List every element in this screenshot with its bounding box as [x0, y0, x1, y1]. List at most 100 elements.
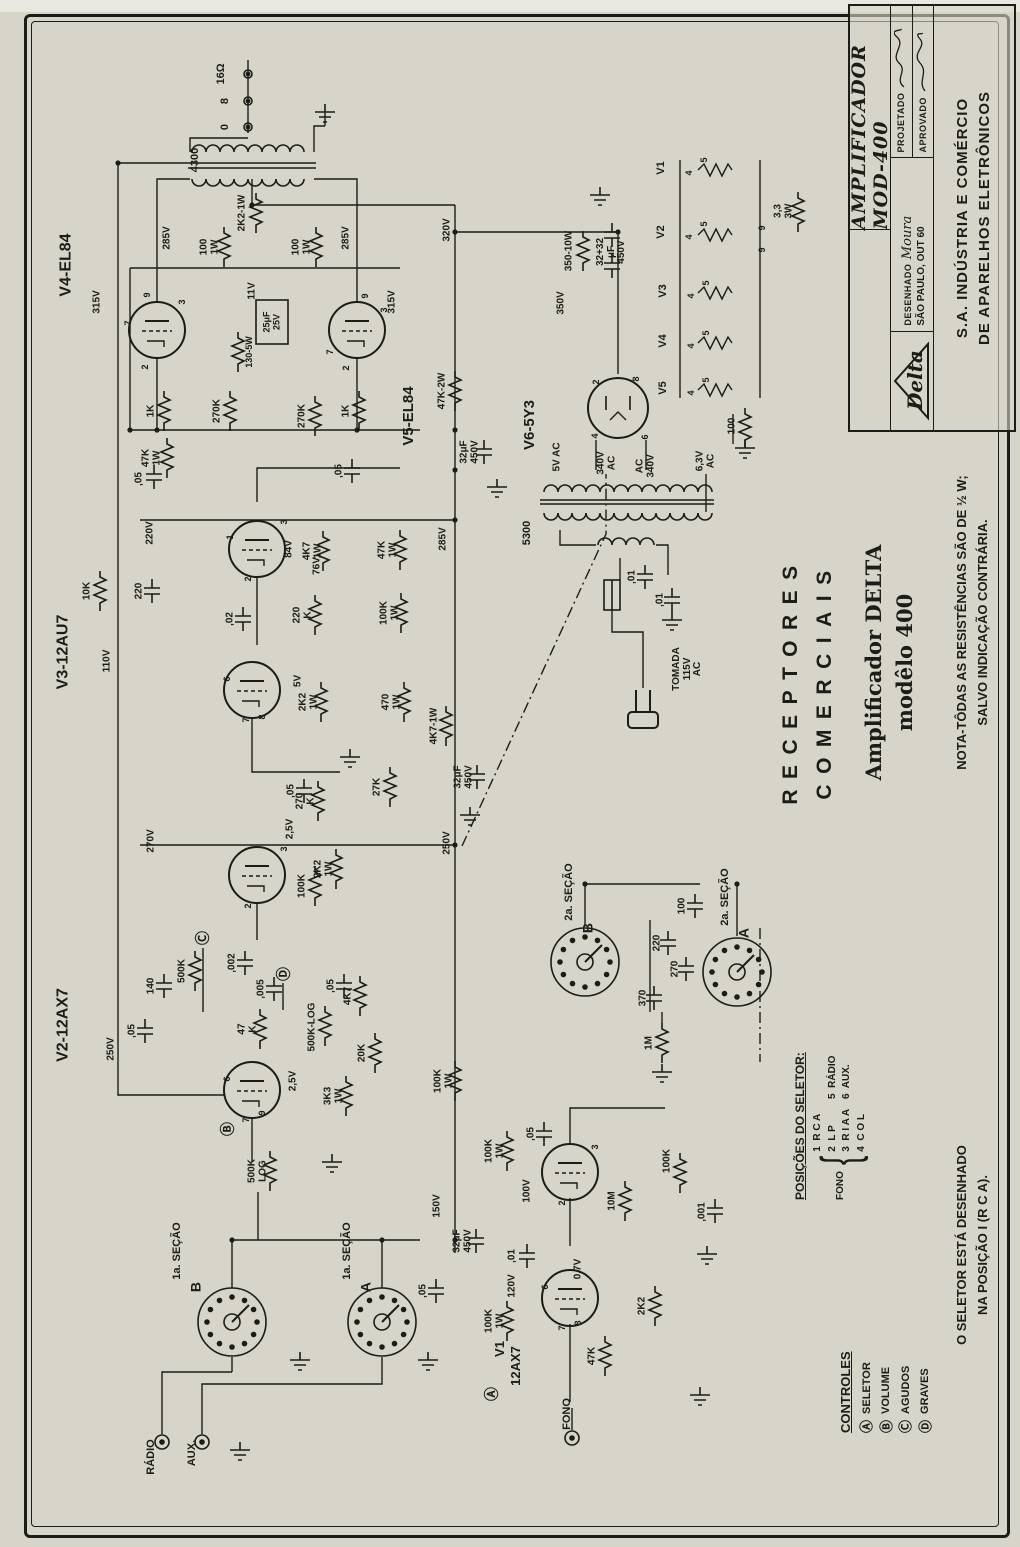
resistor-note-line1: NOTA-TÔDAS AS RESISTÊNCIAS SÃO DE ½ W; — [954, 475, 970, 770]
series-title-line2: COMERCIAIS — [813, 560, 836, 800]
selector-position-item: 5 RÁDIO — [826, 1055, 838, 1099]
schematic-label: 9 — [757, 247, 768, 253]
schematic-label: 16Ω — [215, 63, 228, 85]
desenhado-signature: Moura — [899, 215, 915, 260]
schematic-label: V4-EL84 — [57, 233, 75, 297]
schematic-label: 100K 1W — [378, 601, 400, 625]
schematic-label: 315V — [91, 290, 103, 314]
schematic-label: V3 — [657, 284, 670, 298]
delta-logo: Delta — [891, 330, 933, 430]
schematic-label: 4 — [684, 170, 695, 176]
schematic-label: 9 — [257, 1110, 268, 1116]
schematic-label: V5 — [657, 381, 670, 395]
schematic-label: ,01 — [626, 570, 638, 584]
schematic-label: 47 K — [236, 1023, 258, 1035]
schematic-label: 84V — [283, 540, 295, 558]
schematic-label: 0,7V — [572, 1258, 584, 1280]
schematic-label: AC 340V — [634, 454, 656, 478]
amplifier-name-line1: Amplificador DELTA — [860, 544, 886, 781]
schematic-label: 7 — [325, 349, 336, 355]
control-label: VOLUME — [880, 1366, 892, 1414]
schematic-label: A — [357, 1281, 374, 1293]
schematic-label: 110V — [101, 649, 113, 673]
scan-edge — [0, 0, 1020, 12]
schematic-label: 5V AC — [551, 442, 563, 472]
schematic-label: 470 1W — [380, 693, 402, 711]
schematic-label: 32+32 μF 450V — [595, 237, 628, 267]
mains-plug — [627, 690, 659, 729]
control-label: AGUDOS — [899, 1365, 912, 1414]
company-name-line2: DE APARELHOS ELETRÔNICOS — [976, 90, 993, 346]
schematic-label: B — [579, 922, 596, 934]
schematic-label: ,05 — [525, 1127, 537, 1141]
desenhado-label: DESENHADO — [902, 263, 913, 326]
schematic-label: Ⓒ — [194, 931, 211, 945]
schematic-label: 47K-2W — [436, 372, 448, 410]
schematic-label: 6 — [222, 676, 233, 682]
schematic-label: 2 — [140, 364, 151, 370]
schematic-label: 2K2 1W — [312, 859, 334, 879]
schematic-label: 8 — [631, 376, 642, 382]
schematic-label: 3 — [590, 1144, 601, 1150]
schematic-label: TOMADA 115V AC — [671, 647, 704, 691]
schematic-label: 250V — [441, 831, 453, 855]
schematic-label: 100V — [521, 1179, 533, 1203]
schematic-label: 25μF 25V — [261, 311, 281, 333]
aprovado-label: APROVADO — [917, 97, 928, 153]
schematic-label: 1 — [225, 534, 236, 540]
drawing-frame-inner — [31, 21, 999, 1527]
schematic-label: V5-EL84 — [400, 386, 418, 446]
schematic-label: 6 — [222, 1076, 233, 1082]
schematic-label: 0 — [219, 123, 232, 131]
schematic-label: 100K 1W — [483, 1309, 505, 1333]
schematic-label: ,05 — [126, 1024, 138, 1038]
schematic-label: 350V — [555, 291, 567, 315]
control-label: SELETOR — [860, 1362, 873, 1414]
schematic-label: V4 — [657, 334, 670, 348]
schematic-label: 32μF 450V — [451, 1229, 473, 1253]
selector-note-line1: O SELETOR ESTÁ DESENHADO — [954, 1145, 970, 1345]
schematic-label: 4 — [686, 343, 697, 349]
schematic-label: 3 — [279, 519, 290, 525]
schematic-label: 7 — [557, 1325, 568, 1331]
schematic-label: 5 — [701, 280, 712, 286]
schematic-label: 2 — [341, 365, 352, 371]
schematic-label: ,01 — [506, 1249, 518, 1263]
schematic-label: 2,5V — [284, 818, 296, 840]
schematic-label: 270K — [211, 399, 223, 423]
schematic-label: 32μF 450V — [458, 440, 480, 464]
schematic-label: 100 1W — [198, 238, 220, 256]
controls-heading: CONTROLES — [838, 1351, 853, 1433]
selector-note-line2: NA POSIÇÃO I (R C A). — [975, 1175, 990, 1315]
schematic-label: 2K2 1W — [297, 692, 319, 712]
line-filter-choke — [597, 537, 655, 546]
series-title: RECEPTORES COMERCIAIS — [768, 520, 848, 840]
schematic-label: 47K 1W — [140, 448, 162, 468]
schematic-label: ,002 — [226, 953, 238, 973]
selector-position-item: 4 C O L — [855, 1113, 867, 1152]
schematic-label: 7 — [241, 717, 252, 723]
schematic-label: 9 — [757, 225, 768, 231]
schematic-label: ,05 — [133, 472, 145, 486]
schematic-label: ,05 — [325, 979, 337, 993]
drawing-frame — [24, 14, 1010, 1538]
schematic-label: 2 — [243, 576, 254, 582]
selector-note: O SELETOR ESTÁ DESENHADO NA POSIÇÃO I (R… — [942, 1075, 1004, 1415]
schematic-label: ,005 — [255, 979, 267, 999]
schematic-label: 1a. SEÇÃO — [341, 1222, 354, 1280]
schematic-label: 3K3 1W — [322, 1086, 344, 1106]
schematic-label: 100K — [296, 874, 308, 898]
schematic-label: 220V — [144, 521, 156, 545]
schematic-label: 250V — [105, 1037, 117, 1061]
schematic-label: 9 — [360, 293, 371, 299]
schematic-label: 4 — [686, 293, 697, 299]
schematic-label: 5 — [699, 221, 710, 227]
speaker-terminals — [243, 69, 253, 132]
schematic-label: 320V — [441, 218, 453, 242]
schematic-label: 4K7-1W — [428, 707, 440, 745]
